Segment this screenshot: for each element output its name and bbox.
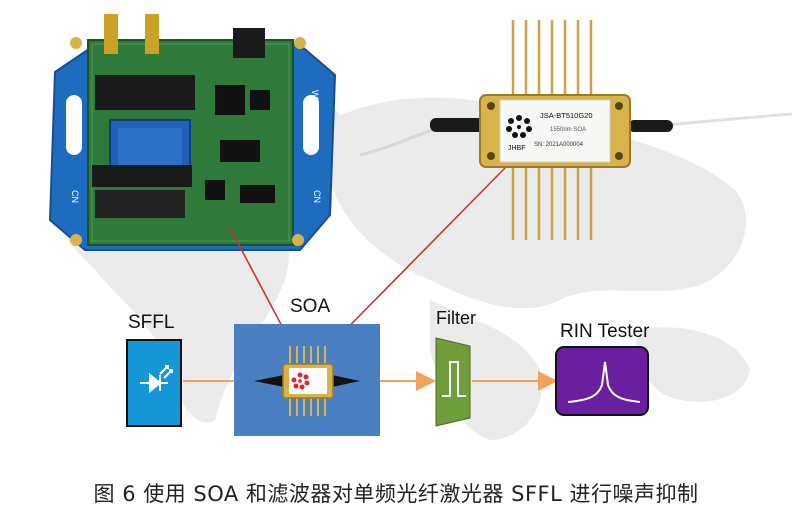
driver-board-photo: WWW. CN WWW. CN [48, 14, 337, 251]
sma-connector-1 [104, 14, 118, 54]
chip-logo-icon [291, 372, 310, 390]
ic-chip-1 [215, 85, 245, 115]
zif-socket-bottom [92, 165, 192, 187]
chip-serial: SN: 2021A000004 [534, 142, 584, 148]
board-silk-cn-left: CN [70, 190, 80, 203]
label-filter: Filter [436, 308, 476, 328]
spectrum-peak-icon [567, 361, 641, 403]
board-slot-right [303, 95, 319, 155]
fiber-taper-left [254, 375, 284, 387]
filter-block [435, 337, 471, 427]
sffl-block [126, 339, 182, 427]
diagram: WWW. CN WWW. CN J [48, 14, 792, 440]
laser-diode-icon [140, 365, 173, 394]
board-silk-right: WWW. [310, 90, 320, 118]
figure-caption: 图 6 使用 SOA 和滤波器对单频光纤激光器 SFFL 进行噪声抑制 [93, 482, 699, 506]
label-soa: SOA [290, 296, 331, 317]
power-jack [233, 28, 265, 58]
board-silk-left: WWW. [68, 110, 78, 138]
chip-wavelength: 1550nm SOA [550, 127, 586, 133]
soa-package-photo: JHBF JSA-BT510G20 1550nm SOA SN: 2021A00… [359, 20, 792, 240]
board-silk-cn-right: CN [312, 190, 322, 203]
bandpass-icon [442, 361, 466, 397]
fiber-taper-right [332, 375, 360, 387]
chip-brand: JHBF [508, 145, 526, 152]
diagram-canvas: WWW. CN WWW. CN J [48, 14, 792, 440]
sma-connector-2 [145, 14, 159, 54]
label-rin-tester: RIN Tester [560, 321, 650, 342]
jhbf-logo [506, 115, 532, 138]
zif-socket-top [95, 75, 195, 110]
chip-model: JSA-BT510G20 [540, 111, 593, 120]
label-sffl: SFFL [128, 312, 175, 333]
soa-block [234, 324, 380, 436]
rin-tester-block [555, 346, 649, 416]
board-slot-left [66, 95, 82, 155]
